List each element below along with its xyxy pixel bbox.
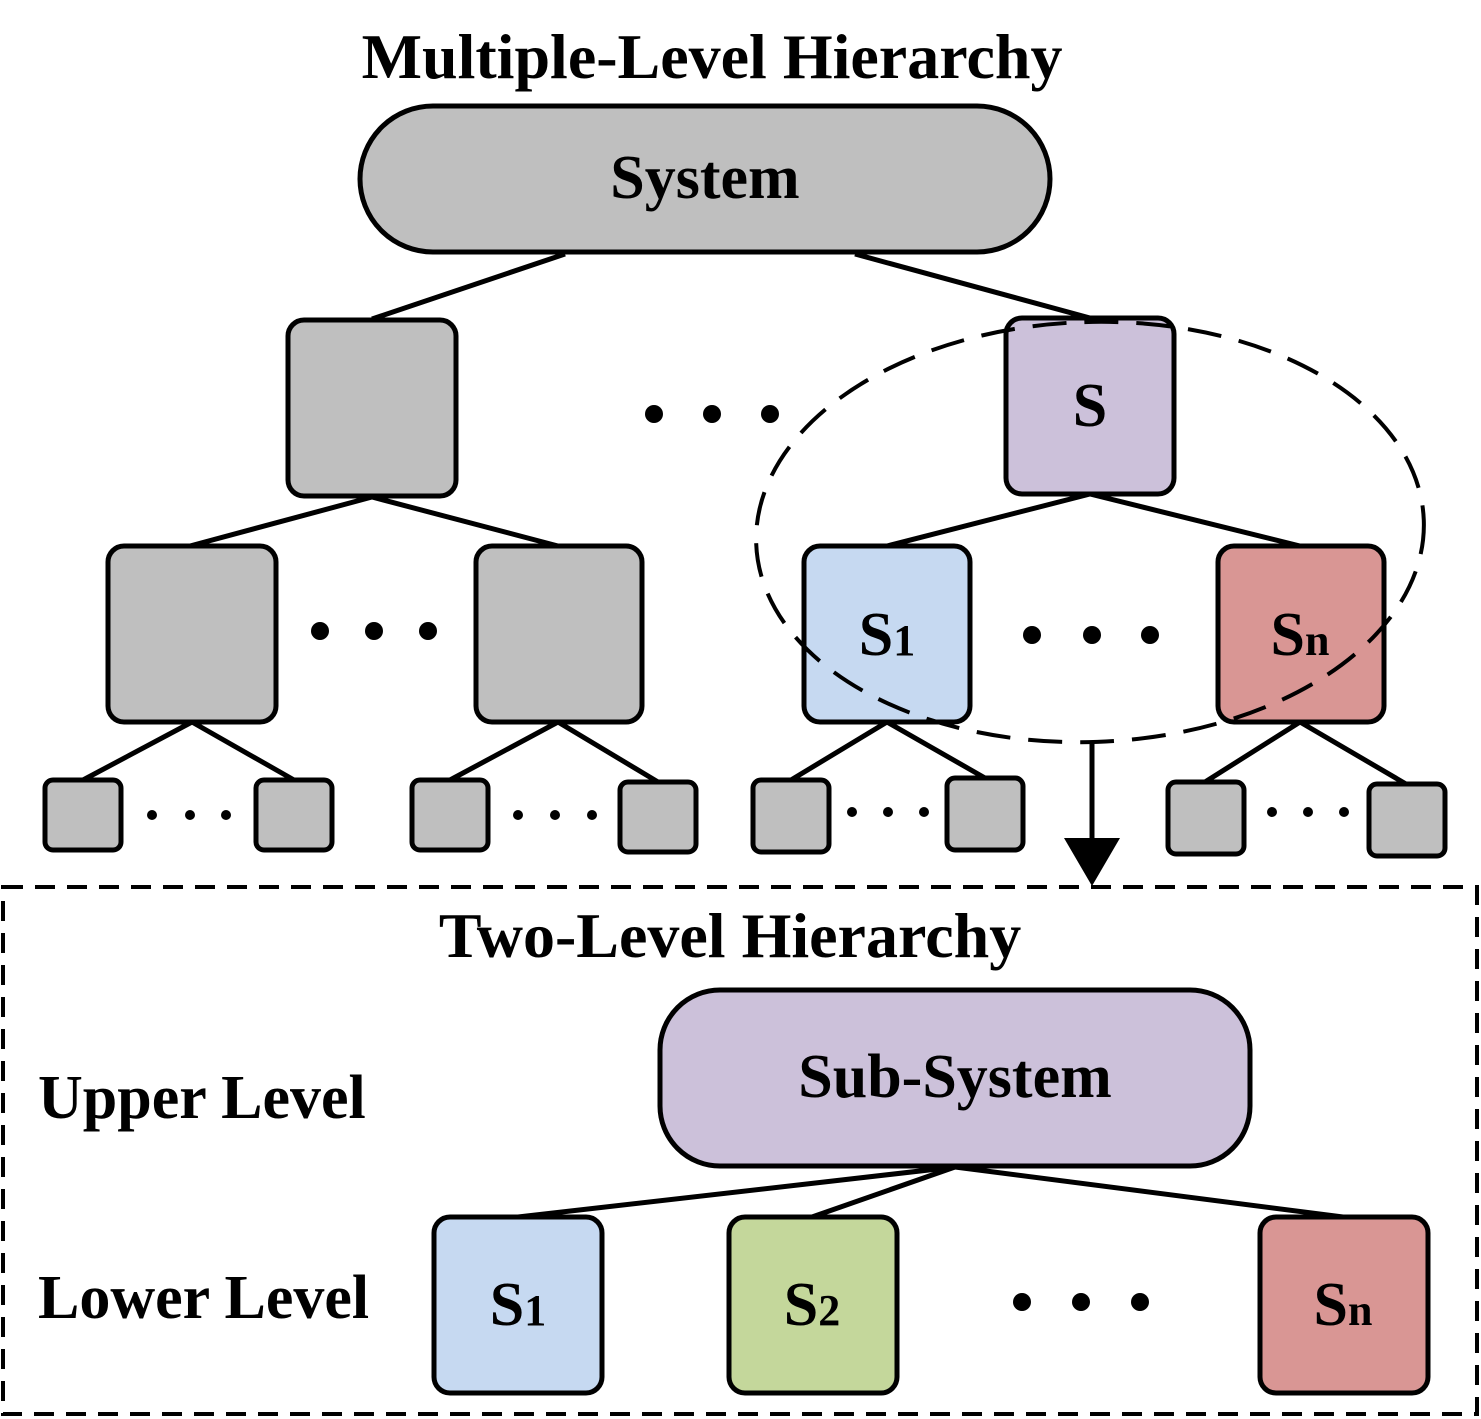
s-label: S <box>1073 372 1107 440</box>
lower-sn-node <box>1257 1214 1431 1396</box>
sn-node <box>1215 543 1387 725</box>
s-node <box>1003 315 1177 497</box>
level3-node-1 <box>105 543 279 725</box>
subsystem-label: Sub-System <box>798 1043 1112 1111</box>
ellipsis-leaf-3 <box>847 807 929 817</box>
leaf-node <box>253 777 335 853</box>
upper-level-label: Upper Level <box>38 1064 366 1132</box>
lower-level-label: Lower Level <box>38 1264 369 1332</box>
lower-s2-node <box>726 1214 900 1396</box>
subsystem-highlight-ellipse <box>754 319 1426 745</box>
system-node <box>357 103 1053 255</box>
system-label: System <box>610 144 799 212</box>
two-level-frame <box>1 885 1479 1416</box>
leaf-node <box>409 777 491 853</box>
lower-s2-label: S2 <box>784 1271 840 1339</box>
s1-label: S1 <box>859 601 915 669</box>
ellipsis-lower-level <box>1013 1293 1149 1311</box>
ellipsis-level3-left <box>311 622 437 640</box>
two-level-title: Two-Level Hierarchy <box>439 900 1021 971</box>
leaf-node <box>617 779 699 855</box>
leaf-node <box>750 777 832 855</box>
ellipsis-leaf-4 <box>1267 807 1349 817</box>
lower-s1-node <box>431 1214 605 1396</box>
lower-sn-label: Sn <box>1314 1271 1373 1339</box>
level3-node-2 <box>473 543 645 725</box>
leaf-row <box>42 775 1448 859</box>
subsystem-node <box>657 987 1253 1169</box>
sn-label: Sn <box>1271 601 1330 669</box>
ellipsis-level3-right <box>1023 626 1159 644</box>
leaf-node <box>1366 781 1448 859</box>
lower-s1-label: S1 <box>490 1271 546 1339</box>
leaf-node <box>944 775 1026 853</box>
ellipsis-leaf-2 <box>513 810 597 820</box>
multi-level-connectors <box>81 251 1408 787</box>
ellipsis-leaf-1 <box>147 810 231 820</box>
level2-node-left <box>285 317 459 499</box>
multi-level-title: Multiple-Level Hierarchy <box>362 21 1063 92</box>
leaf-node <box>42 777 124 853</box>
down-arrow <box>1064 742 1120 886</box>
leaf-node <box>1165 779 1247 857</box>
two-level-connectors <box>517 1164 1344 1220</box>
ellipsis-level2 <box>645 405 779 423</box>
